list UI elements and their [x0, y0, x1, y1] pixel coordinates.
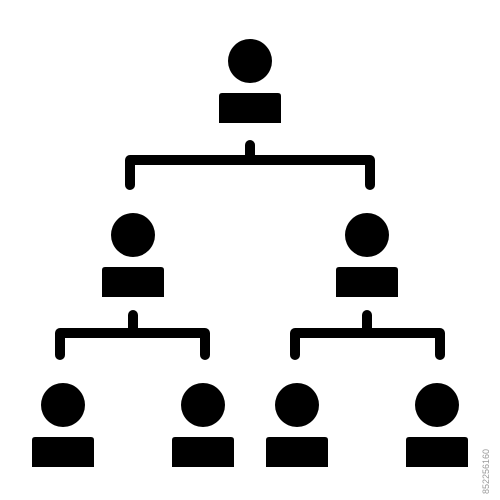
person-icon: [172, 383, 234, 467]
bracket-connector: [125, 140, 375, 190]
person-icon: [266, 383, 328, 467]
person-icon: [102, 213, 164, 297]
person-icon: [219, 39, 281, 123]
person-icon: [32, 383, 94, 467]
bracket-connector: [55, 310, 210, 360]
bracket-connector: [290, 310, 445, 360]
person-icon: [336, 213, 398, 297]
stock-image-id: 852256160: [479, 428, 493, 494]
stock-image-id-text: 852256160: [481, 448, 491, 494]
person-icon: [406, 383, 468, 467]
